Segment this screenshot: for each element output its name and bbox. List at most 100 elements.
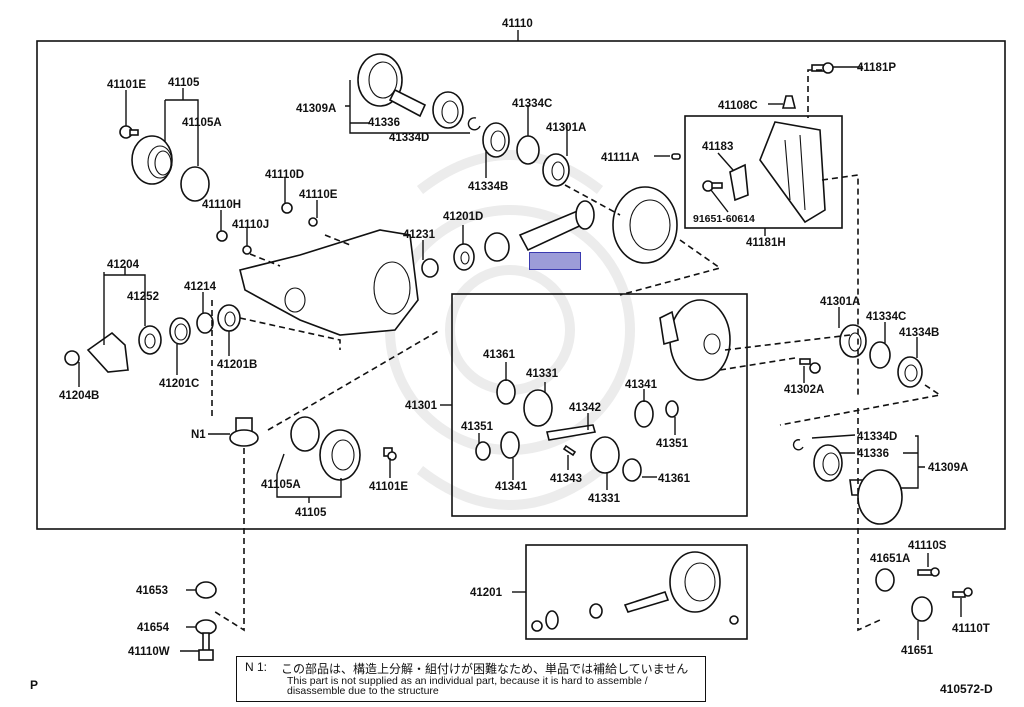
label-41651a[interactable]: 41651A [870, 553, 910, 565]
label-41334d-right[interactable]: 41334D [857, 431, 897, 443]
label-41110e[interactable]: 41110E [299, 189, 338, 201]
companion-flange-41204-icon [86, 331, 129, 373]
label-41301[interactable]: 41301 [405, 400, 438, 412]
label-41231[interactable]: 41231 [403, 229, 436, 241]
note-japanese: この部品は、構造上分解・組付けが困難なため、単品では補給していません [281, 662, 689, 676]
bolt-41110s-icon [917, 567, 940, 577]
label-41301a-right[interactable]: 41301A [820, 296, 860, 308]
carrier-housing-icon [239, 229, 419, 336]
pin-41111a-icon [671, 153, 681, 160]
snap-ring-41334d-top-icon [467, 117, 481, 131]
pinion-41341-a-icon [500, 431, 520, 459]
label-41181h[interactable]: 41181H [746, 237, 786, 249]
shim-41334c-top-icon [516, 135, 540, 165]
cushion-41651-icon [911, 596, 933, 622]
plate-41183-icon [729, 163, 749, 202]
label-41343[interactable]: 41343 [550, 473, 582, 485]
label-41110s[interactable]: 41110S [908, 540, 947, 552]
label-41351-b[interactable]: 41351 [656, 438, 689, 450]
gasket-41110e-icon [308, 217, 318, 227]
label-41331-b[interactable]: 41331 [588, 493, 621, 505]
label-91651-60614[interactable]: 91651-60614 [693, 213, 755, 225]
label-41331-a[interactable]: 41331 [526, 368, 559, 380]
label-41105-top[interactable]: 41105 [168, 77, 200, 89]
label-41342[interactable]: 41342 [569, 402, 601, 414]
label-41108c[interactable]: 41108C [718, 100, 758, 112]
selected-part-highlight[interactable] [529, 252, 581, 270]
label-41110h[interactable]: 41110H [202, 199, 241, 211]
label-41101e-top[interactable]: 41101E [107, 79, 146, 91]
label-41201[interactable]: 41201 [470, 587, 503, 599]
bearing-41334b-top-icon [482, 122, 510, 158]
label-41361-a[interactable]: 41361 [483, 349, 516, 361]
ring-gear-icon [612, 186, 678, 264]
gasket-41110j-icon [242, 245, 252, 255]
label-41204b[interactable]: 41204B [59, 390, 99, 402]
label-41252[interactable]: 41252 [127, 291, 159, 303]
label-41309a-right[interactable]: 41309A [928, 462, 968, 474]
side-gear-41331-a-icon [523, 389, 553, 427]
label-41110w[interactable]: 41110W [128, 646, 170, 658]
label-41201c[interactable]: 41201C [159, 378, 199, 390]
spacer-41231-icon [421, 258, 439, 278]
label-41105a-top[interactable]: 41105A [182, 117, 222, 129]
bearing-41334b-right-icon [897, 356, 923, 388]
label-41334b-right[interactable]: 41334B [899, 327, 939, 339]
bearing-41201c-icon [169, 317, 191, 345]
label-41201b[interactable]: 41201B [217, 359, 257, 371]
leader-lines [78, 66, 962, 652]
bearing-41301a-top-icon [542, 153, 570, 187]
label-41341-b[interactable]: 41341 [625, 379, 658, 391]
drive-pinion-icon [484, 200, 595, 262]
label-41204[interactable]: 41204 [107, 259, 140, 271]
label-41101e-bottom[interactable]: 41101E [369, 481, 408, 493]
label-41111a[interactable]: 41111A [601, 152, 639, 164]
bolt-91651-icon [702, 180, 723, 192]
label-41110j[interactable]: 41110J [232, 219, 269, 231]
label-41351-a[interactable]: 41351 [461, 421, 494, 433]
label-41341-a[interactable]: 41341 [495, 481, 528, 493]
shim-41334c-right-icon [869, 341, 891, 369]
label-41309a-left[interactable]: 41309A [296, 103, 336, 115]
label-41334c-right[interactable]: 41334C [866, 311, 906, 323]
label-41105a-bottom[interactable]: 41105A [261, 479, 301, 491]
label-41201d[interactable]: 41201D [443, 211, 483, 223]
differential-cover-icon [759, 121, 826, 224]
pin-41343-icon [562, 444, 577, 457]
mount-n1-icon [229, 417, 259, 447]
label-41183[interactable]: 41183 [702, 141, 733, 153]
differential-case-icon [659, 299, 731, 381]
assembly-lines [211, 69, 943, 632]
label-41653[interactable]: 41653 [136, 585, 168, 597]
label-41654[interactable]: 41654 [137, 622, 170, 634]
label-41336-right[interactable]: 41336 [857, 448, 889, 460]
label-41105-bottom[interactable]: 41105 [295, 507, 327, 519]
note-box: N 1: この部品は、構造上分解・組付けが困難なため、単品では補給していません … [236, 656, 706, 702]
label-41334c-top[interactable]: 41334C [512, 98, 552, 110]
cushion-41651a-icon [875, 568, 895, 592]
side-retainer-41105-top-icon [131, 135, 173, 185]
label-41110[interactable]: 41110 [502, 18, 533, 30]
label-41181p[interactable]: 41181P [857, 62, 896, 74]
label-41334d-left[interactable]: 41334D [389, 132, 429, 144]
label-41214[interactable]: 41214 [184, 281, 217, 293]
bolt-41110w-icon [198, 632, 214, 661]
label-41361-b[interactable]: 41361 [658, 473, 691, 485]
cover-frame [684, 115, 843, 229]
label-41336-left[interactable]: 41336 [368, 117, 400, 129]
label-41301a-top[interactable]: 41301A [546, 122, 586, 134]
label-41110t[interactable]: 41110T [952, 623, 990, 635]
page-marker: P [30, 678, 39, 692]
label-n1[interactable]: N1 [191, 429, 206, 441]
label-41110d[interactable]: 41110D [265, 169, 304, 181]
note-id: N 1: [245, 660, 268, 674]
part-labels: 41110 41101E 41105 41105A 41309A 41336 4… [59, 18, 990, 658]
cushion-41654-icon [195, 619, 217, 635]
pinion-41341-b-icon [634, 400, 654, 428]
label-41334b-top[interactable]: 41334B [468, 181, 508, 193]
snap-ring-41334d-right-icon [792, 439, 804, 451]
label-41302a[interactable]: 41302A [784, 384, 824, 396]
bolt-41110t-icon [952, 587, 973, 598]
diagram-code: 410572-D [940, 682, 993, 696]
label-41651[interactable]: 41651 [901, 645, 934, 657]
